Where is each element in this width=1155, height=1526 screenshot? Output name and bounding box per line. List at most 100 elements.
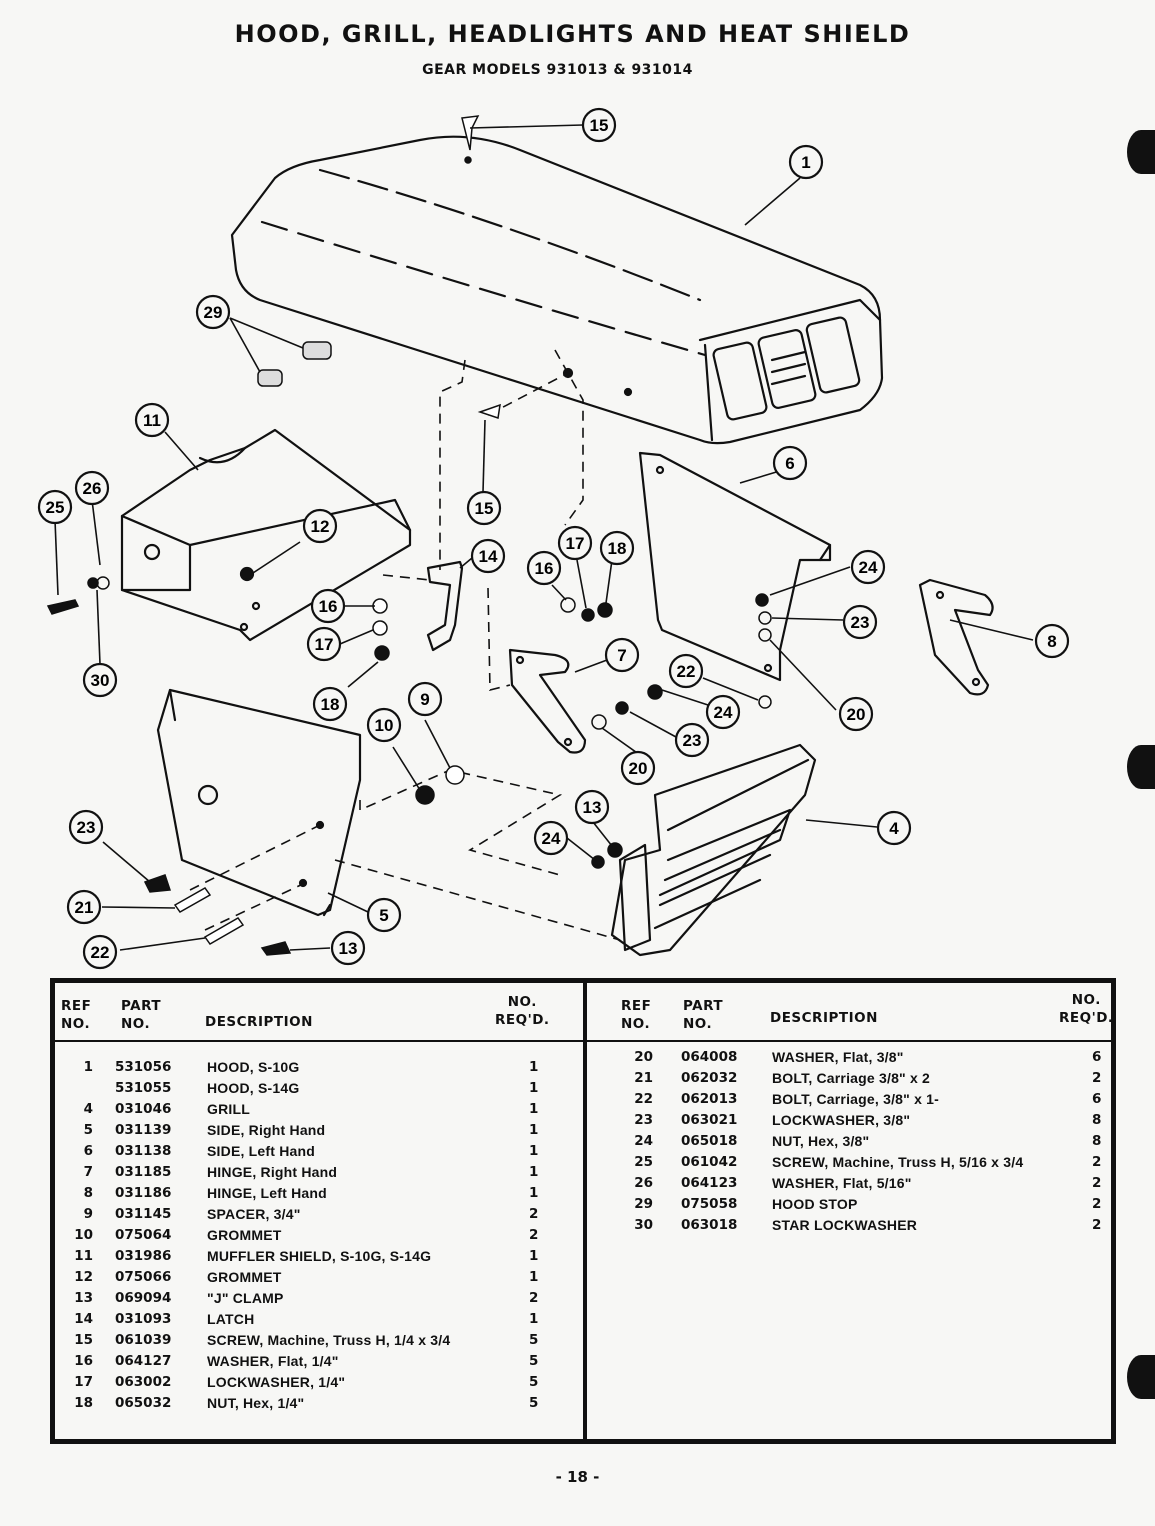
callout-label: 7 — [617, 646, 626, 665]
ref-cell: 8 — [83, 1185, 93, 1201]
description-cell: LOCKWASHER, 3/8" — [772, 1112, 911, 1128]
quantity-cell: 5 — [529, 1332, 539, 1348]
quantity-cell: 1 — [529, 1101, 539, 1117]
ref-cell: 9 — [83, 1206, 93, 1222]
ref-cell: 22 — [634, 1091, 653, 1107]
callout-20: 20 — [838, 696, 874, 732]
ref-cell: 26 — [634, 1175, 653, 1191]
ref-cell: 20 — [634, 1049, 653, 1065]
hole-punch-mark — [1127, 745, 1155, 789]
part-number-cell: 063021 — [681, 1112, 738, 1128]
quantity-cell: 2 — [529, 1206, 539, 1222]
quantity-cell: 5 — [529, 1395, 539, 1411]
description-cell: WASHER, Flat, 1/4" — [207, 1353, 339, 1369]
callout-7: 7 — [604, 637, 640, 673]
quantity-cell: 2 — [1092, 1217, 1102, 1233]
part-number-cell: 031145 — [115, 1206, 172, 1222]
ref-cell: 24 — [634, 1133, 653, 1149]
callout-24: 24 — [533, 820, 569, 856]
parts-list-table: REF NO. PART NO. DESCRIPTION NO. REQ'D. … — [50, 978, 1116, 1444]
callout-22: 22 — [82, 934, 118, 970]
parts-list-left-column: REF NO. PART NO. DESCRIPTION NO. REQ'D. … — [55, 983, 587, 1439]
part-number-cell: 063018 — [681, 1217, 738, 1233]
callout-16: 16 — [310, 588, 346, 624]
ref-cell: 17 — [74, 1374, 93, 1390]
callout-26: 26 — [74, 470, 110, 506]
part-number-cell: 031986 — [115, 1248, 172, 1264]
part-number-cell: 061039 — [115, 1332, 172, 1348]
table-header: REF NO. PART NO. DESCRIPTION NO. REQ'D. — [587, 983, 1113, 1042]
callout-22: 22 — [668, 653, 704, 689]
ref-cell: 4 — [83, 1101, 93, 1117]
hood-part — [230, 135, 884, 445]
callout-label: 24 — [542, 829, 561, 848]
part-number-cell: 062032 — [681, 1070, 738, 1086]
callout-label: 24 — [714, 703, 733, 722]
callout-label: 29 — [204, 303, 223, 322]
quantity-cell: 8 — [1092, 1112, 1102, 1128]
quantity-cell: 1 — [529, 1185, 539, 1201]
part-number-cell: 062013 — [681, 1091, 738, 1107]
callout-16: 16 — [526, 550, 562, 586]
callout-label: 16 — [319, 597, 338, 616]
ref-cell: 10 — [74, 1227, 93, 1243]
callout-label: 18 — [321, 695, 340, 714]
callout-17: 17 — [306, 626, 342, 662]
part-number-cell: 531056 — [115, 1059, 172, 1075]
description-cell: NUT, Hex, 1/4" — [207, 1395, 305, 1411]
quantity-cell: 5 — [529, 1353, 539, 1369]
description-cell: NUT, Hex, 3/8" — [772, 1133, 870, 1149]
ref-cell: 14 — [74, 1311, 93, 1327]
callout-23: 23 — [674, 722, 710, 758]
side-left-part — [638, 451, 832, 682]
callout-13: 13 — [574, 789, 610, 825]
part-number-cell: 064123 — [681, 1175, 738, 1191]
ref-cell: 7 — [83, 1164, 93, 1180]
hole-punch-mark — [1127, 130, 1155, 174]
quantity-cell: 2 — [1092, 1154, 1102, 1170]
callout-1: 1 — [788, 144, 824, 180]
callout-label: 26 — [83, 479, 102, 498]
callout-label: 11 — [143, 411, 161, 430]
callout-label: 6 — [785, 454, 794, 473]
callout-23: 23 — [842, 604, 878, 640]
ref-cell: 25 — [634, 1154, 653, 1170]
description-cell: HOOD STOP — [772, 1196, 858, 1212]
callout-20: 20 — [620, 750, 656, 786]
quantity-cell: 2 — [529, 1290, 539, 1306]
page-number: - 18 - — [555, 1468, 600, 1486]
callout-label: 14 — [479, 547, 498, 566]
header-ref: REF NO. — [621, 998, 652, 1032]
ref-cell: 30 — [634, 1217, 653, 1233]
muffler-shield-part — [120, 428, 412, 642]
callout-14: 14 — [470, 538, 506, 574]
callout-8: 8 — [1034, 623, 1070, 659]
callout-24: 24 — [705, 694, 741, 730]
description-cell: HINGE, Right Hand — [207, 1164, 338, 1180]
callout-label: 22 — [677, 662, 696, 681]
callout-25: 25 — [37, 489, 73, 525]
callout-label: 16 — [535, 559, 554, 578]
quantity-cell: 1 — [529, 1059, 539, 1075]
callout-label: 20 — [629, 759, 648, 778]
ref-cell: 12 — [74, 1269, 93, 1285]
description-cell: WASHER, Flat, 3/8" — [772, 1049, 904, 1065]
callout-6: 6 — [772, 445, 808, 481]
quantity-cell: 6 — [1092, 1091, 1102, 1107]
callout-label: 1 — [801, 153, 810, 172]
description-cell: SCREW, Machine, Truss H, 5/16 x 3/4 — [772, 1154, 1024, 1170]
description-cell: HINGE, Left Hand — [207, 1185, 327, 1201]
part-number-cell: 031138 — [115, 1143, 172, 1159]
